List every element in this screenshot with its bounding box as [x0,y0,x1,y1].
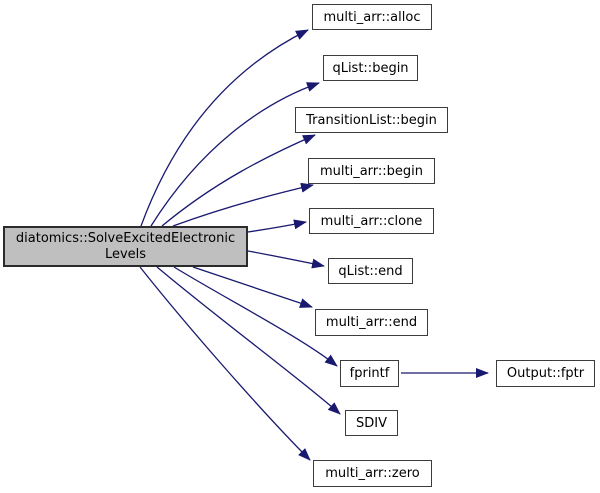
edge-main-to-multi-arr-begin [172,182,314,227]
node-qlist-end[interactable]: qList::end [328,258,413,284]
edge-main-to-multi-arr-zero [139,266,311,461]
edge-main-to-multi-arr-alloc [140,29,309,227]
edge-main-to-fprintf [173,266,338,367]
node-sdiv[interactable]: SDIV [345,410,398,436]
node-qlist-begin[interactable]: qList::begin [323,55,418,81]
node-multi-arr-end[interactable]: multi_arr::end [315,309,428,336]
node-multi-arr-begin[interactable]: multi_arr::begin [308,158,435,184]
node-transitionlist-begin[interactable]: TransitionList::begin [295,107,448,133]
edge-main-to-qlist-end [247,250,325,269]
node-multi-arr-clone[interactable]: multi_arr::clone [309,208,434,234]
edge-main-to-qlist-begin [150,82,320,227]
edge-main-to-multi-arr-clone [247,219,307,233]
node-fprintf[interactable]: fprintf [340,360,399,387]
node-multi-arr-zero[interactable]: multi_arr::zero [313,460,432,487]
edge-main-to-transitionlist-begin [161,134,316,227]
node-multi-arr-alloc[interactable]: multi_arr::alloc [312,4,432,30]
edge-main-to-sdiv [156,266,341,415]
node-diatomics-solve-excited-electronic-levels: diatomics::SolveExcitedElectronic Levels [3,226,248,267]
node-output-fptr[interactable]: Output::fptr [496,360,595,387]
edge-main-to-multi-arr-end [192,266,313,308]
